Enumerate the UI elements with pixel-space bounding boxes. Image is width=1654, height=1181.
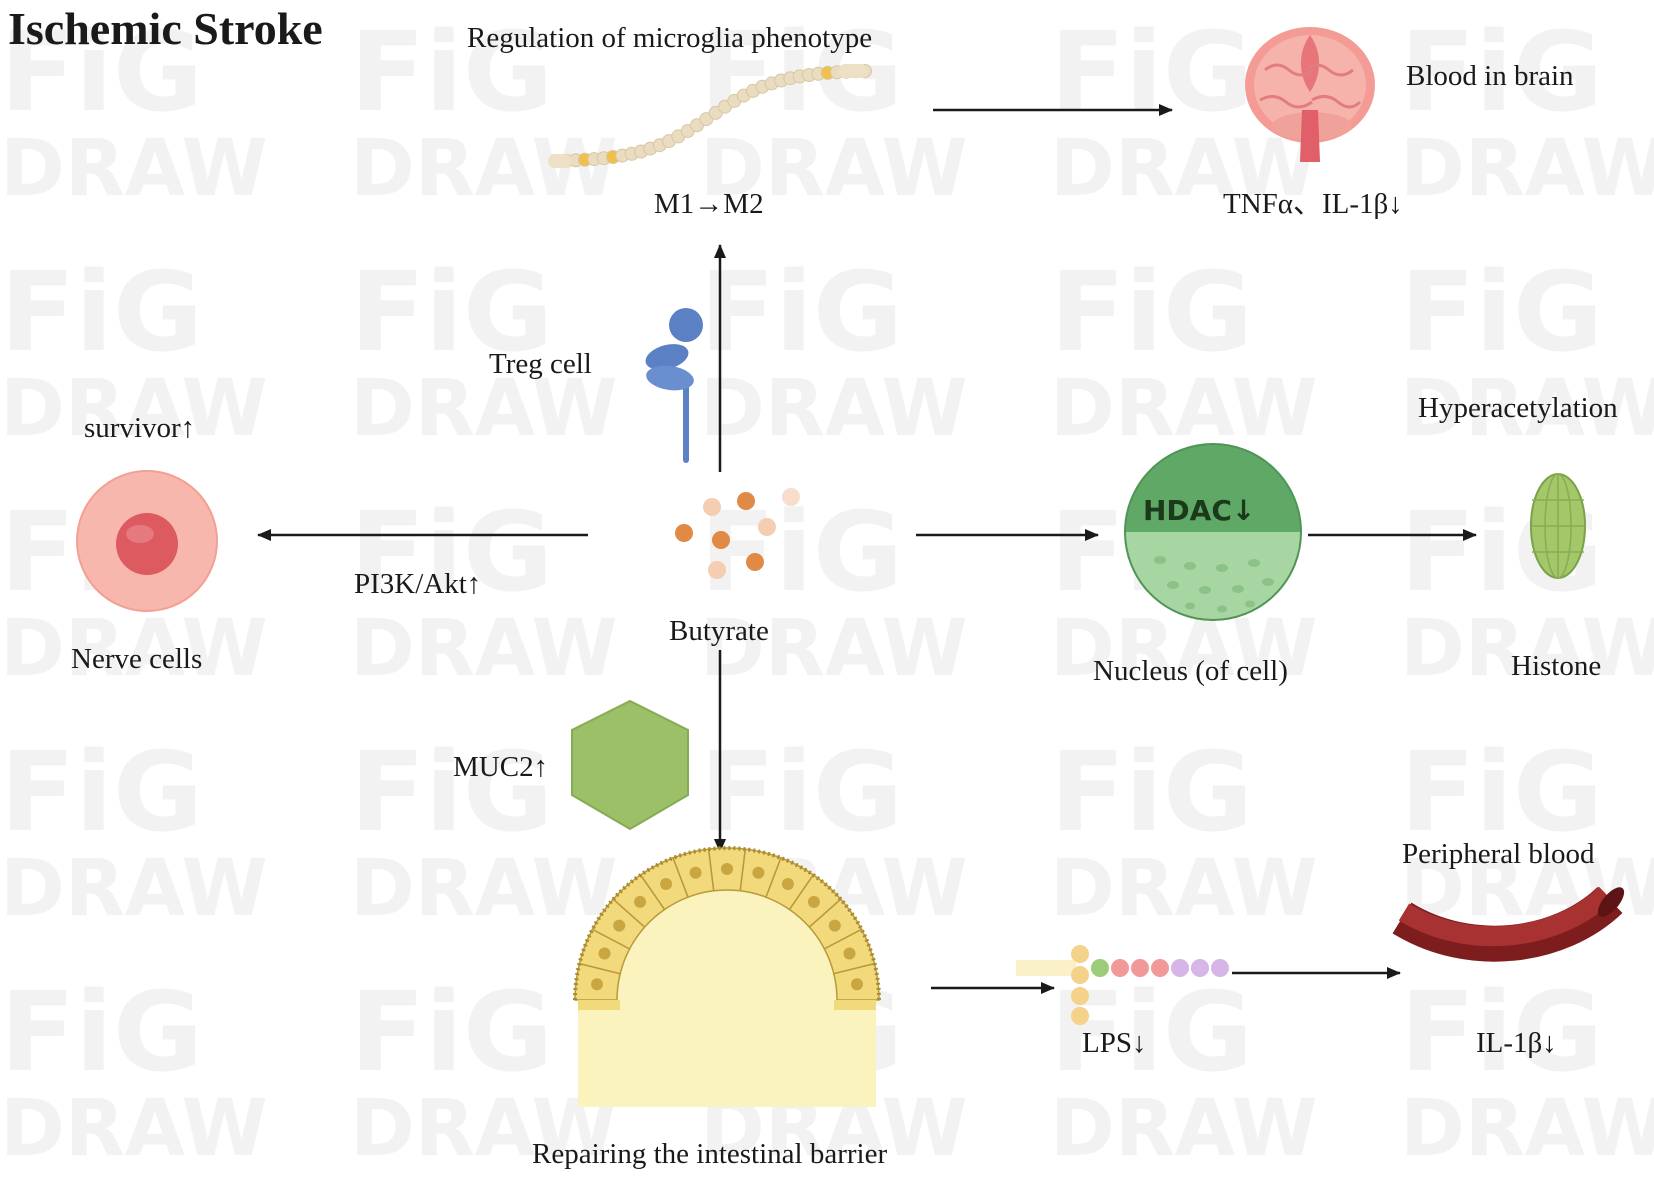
watermark-text: DRAW	[1400, 124, 1654, 214]
label-peripheral-blood: Peripheral blood	[1402, 838, 1595, 870]
watermark-text: FiG	[0, 248, 203, 376]
muc2-hexagon	[571, 699, 689, 831]
label-il1b: IL-1β↓	[1476, 1027, 1557, 1059]
watermark-text: DRAW	[350, 1084, 618, 1174]
label-muc2: MUC2↑	[453, 751, 549, 783]
watermark-text: FiG	[350, 728, 553, 856]
label-blood-in-brain: Blood in brain	[1406, 60, 1574, 92]
watermark-text: FiG	[700, 248, 903, 376]
label-cytokines-down: TNFα、IL-1β↓	[1223, 188, 1403, 220]
treg-cell-illustration	[645, 308, 703, 463]
label-hdac: HDAC↓	[1143, 494, 1256, 527]
blood-vessel-illustration	[1392, 886, 1625, 962]
watermark-text: DRAW	[0, 1084, 268, 1174]
watermark-text: DRAW	[350, 844, 618, 934]
watermark-text: FiG	[1050, 728, 1253, 856]
label-nerve-cells: Nerve cells	[71, 643, 203, 675]
watermark-text: FiG	[350, 8, 553, 136]
watermark-text: DRAW	[1050, 844, 1318, 934]
watermark-text: DRAW	[0, 364, 268, 454]
watermark-text: FiG	[700, 728, 903, 856]
label-histone: Histone	[1511, 650, 1602, 682]
watermark-text: FiG	[1050, 8, 1253, 136]
watermark-text: DRAW	[350, 364, 618, 454]
watermark-text: DRAW	[1400, 604, 1654, 694]
label-microglia-regulation: Regulation of microglia phenotype	[467, 22, 873, 54]
watermark-text: FiG	[1400, 968, 1603, 1096]
lps-molecule-illustration	[1016, 945, 1229, 1025]
label-intestinal-barrier: Repairing the intestinal barrier	[532, 1138, 888, 1170]
nucleus-illustration	[1124, 443, 1302, 621]
diagram-title: Ischemic Stroke	[8, 3, 323, 54]
watermark-text: FiG	[1400, 728, 1603, 856]
watermark-text: FiG	[350, 488, 553, 616]
watermark-text: DRAW	[1050, 1084, 1318, 1174]
watermark-text: FiG	[350, 968, 553, 1096]
watermark-text: DRAW	[1400, 1084, 1654, 1174]
brain-illustration	[1245, 27, 1375, 162]
watermark-text: DRAW	[700, 124, 968, 214]
watermark-text: DRAW	[700, 604, 968, 694]
watermark-text: DRAW	[350, 124, 618, 214]
butyrate-molecules	[675, 488, 800, 579]
label-hyperacetylation: Hyperacetylation	[1418, 392, 1618, 424]
histone-illustration	[1530, 473, 1586, 579]
watermark-text: FiG	[350, 248, 553, 376]
watermark-text: FiG	[0, 968, 203, 1096]
watermark-text: FiG	[1400, 8, 1603, 136]
watermark-text: FiG	[700, 488, 903, 616]
label-lps: LPS↓	[1082, 1027, 1147, 1059]
watermark-text: FiG	[0, 8, 203, 136]
watermark-text: DRAW	[0, 844, 268, 934]
watermark-text: FiG	[0, 728, 203, 856]
label-pi3k-akt: PI3K/Akt↑	[354, 568, 482, 600]
label-survivor: survivor↑	[84, 412, 196, 444]
label-nucleus: Nucleus (of cell)	[1093, 655, 1288, 687]
label-m1-m2: M1→M2	[654, 188, 764, 220]
nerve-cell-illustration	[76, 470, 218, 612]
watermark-text: DRAW	[1400, 364, 1654, 454]
watermark-text: DRAW	[1050, 364, 1318, 454]
intestinal-barrier-illustration	[573, 846, 881, 1107]
watermark-text: DRAW	[700, 364, 968, 454]
label-treg-cell: Treg cell	[489, 348, 592, 380]
watermark-text: DRAW	[1050, 124, 1318, 214]
watermark-text: DRAW	[0, 604, 268, 694]
watermark-text: DRAW	[0, 124, 268, 214]
label-butyrate: Butyrate	[669, 615, 769, 647]
microglia-chain-illustration	[548, 64, 872, 168]
watermark-text: DRAW	[350, 604, 618, 694]
watermark-text: DRAW	[1050, 604, 1318, 694]
watermark-text: FiG	[1050, 248, 1253, 376]
watermark-text: FiG	[1400, 248, 1603, 376]
